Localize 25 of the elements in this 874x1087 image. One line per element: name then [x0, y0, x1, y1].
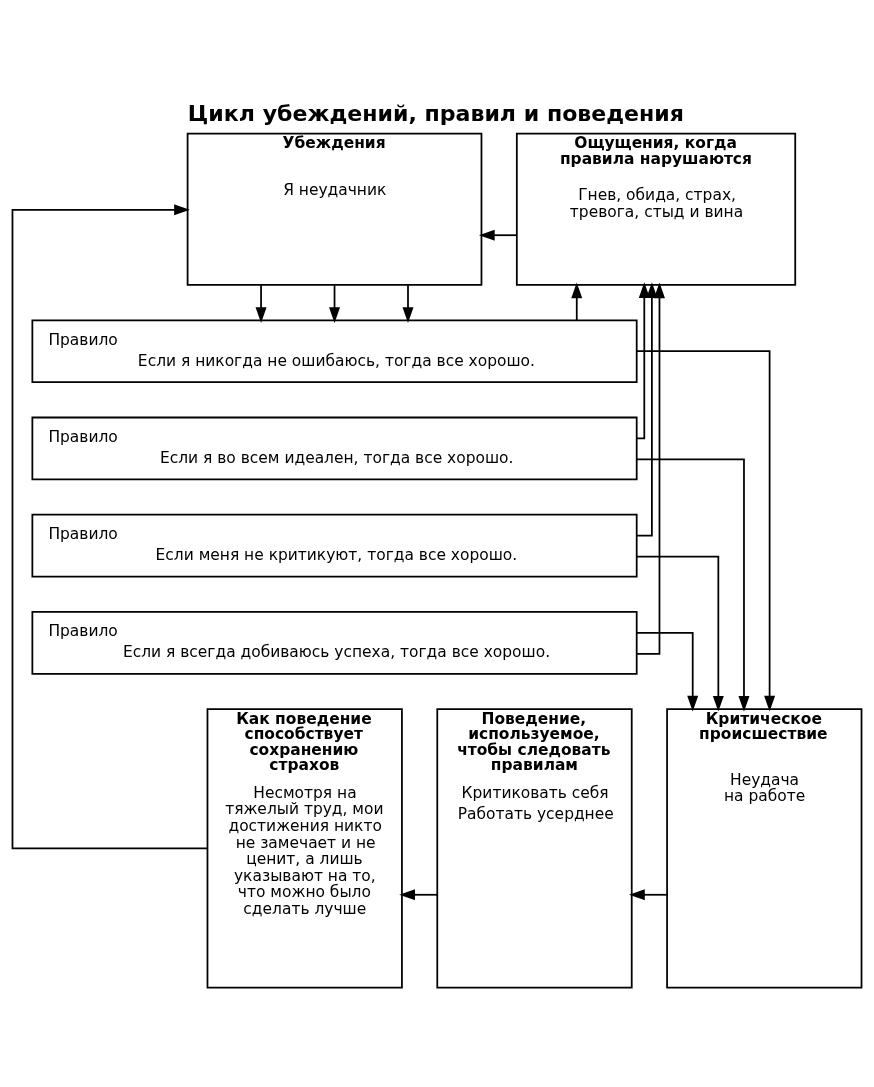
- node-box: Как поведение способствует сохранению страхов Несмотря на тяжелый труд, мои достижения никто не замечает и не ценит, а лишь указывают на то, что можно было сделать лучше: [206, 707, 403, 988]
- arrow: [635, 349, 776, 712]
- arrow: [399, 888, 438, 900]
- node-box: Ощущения, когда правила нарушаются Гнев, обида, страх, тревога, стыд и вина: [515, 132, 797, 286]
- arrow: [571, 281, 583, 321]
- arrow: [629, 888, 668, 900]
- arrow: [402, 283, 414, 323]
- arrow: [478, 229, 518, 241]
- arrow: [636, 458, 750, 712]
- arrow: [636, 282, 665, 655]
- node-box: Критическое происшествие Неудача на работе: [666, 707, 863, 988]
- node-box: Правило Если я во всем идеален, тогда все хорошо.: [31, 416, 638, 480]
- arrow: [635, 631, 699, 712]
- arrow: [11, 203, 209, 849]
- arrow: [636, 281, 650, 439]
- arrow: [329, 283, 341, 323]
- node-box: Убеждения Я неудачник: [186, 132, 483, 286]
- arrow: [636, 281, 658, 537]
- diagram-title: Цикл убеждений, правил и поведения: [187, 99, 684, 126]
- node-box: Правило Если меня не критикуют, тогда все хорошо.: [31, 513, 638, 577]
- node-box: Правило Если я всегда добиваюсь успеха, тогда все хорошо.: [31, 610, 638, 675]
- arrow: [255, 283, 267, 323]
- arrow: [636, 555, 724, 712]
- node-box: Поведение, используемое, чтобы следовать правилам Критиковать себя Работать усерднее: [436, 707, 633, 988]
- node-box: Правило Если я никогда не ошибаюсь, тогда все хорошо.: [31, 318, 638, 383]
